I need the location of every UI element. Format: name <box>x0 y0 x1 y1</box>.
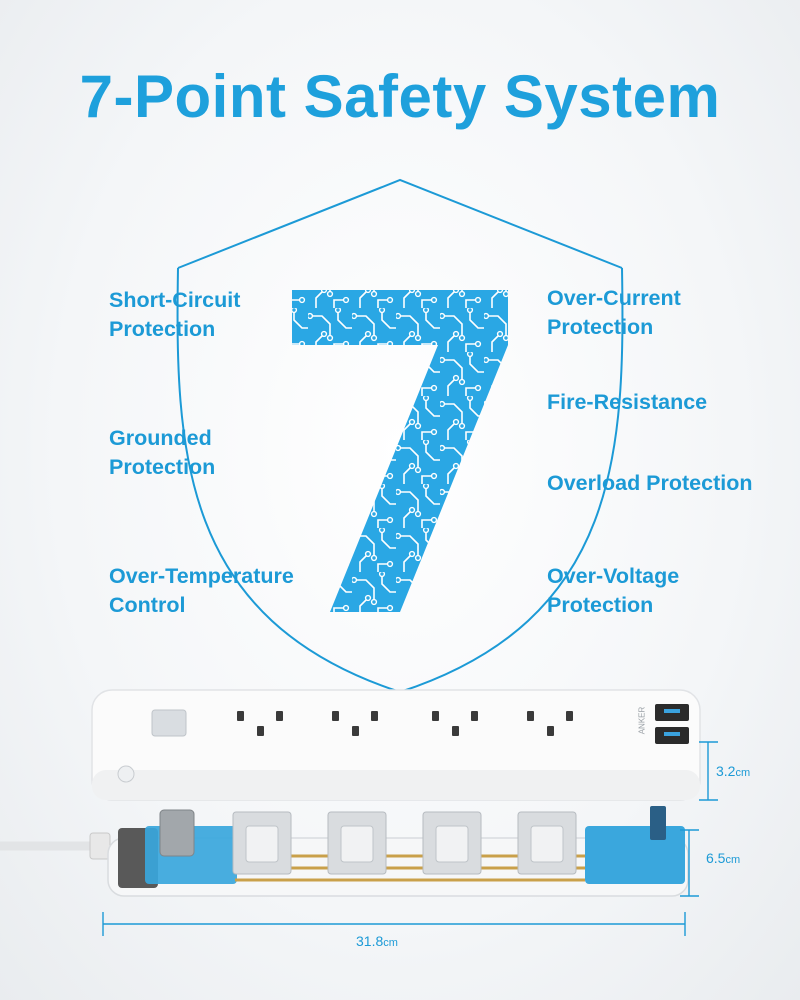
feature-over-voltage: Over-Voltage Protection <box>547 564 680 617</box>
dimension-lines <box>102 741 718 936</box>
page-title: 7-Point Safety System <box>79 63 721 130</box>
feature-over-current: Over-Current Protection <box>547 286 681 339</box>
feature-grounded: Grounded Protection <box>109 426 216 479</box>
dimension-height-label: 3.2cm <box>716 763 751 779</box>
feature-overload: Overload Protection <box>547 471 753 495</box>
dimension-depth-label: 6.5cm <box>706 850 741 866</box>
feature-over-temperature: Over-Temperature Control <box>109 564 294 617</box>
power-strip-cover <box>91 689 701 801</box>
feature-fire-resistance: Fire-Resistance <box>547 390 708 414</box>
feature-short-circuit: Short-Circuit Protection <box>109 288 241 341</box>
brand-label: ANKER <box>637 706 647 735</box>
dimension-length-label: 31.8cm <box>356 933 398 949</box>
usb-ports <box>655 704 689 744</box>
uk-sockets <box>237 711 573 736</box>
power-strip-base <box>0 806 689 897</box>
circuit-seven <box>292 290 508 612</box>
